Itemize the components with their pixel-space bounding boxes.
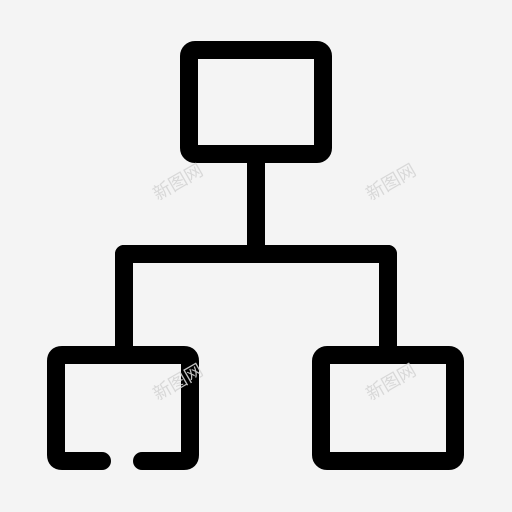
bottom-right-node-box (312, 346, 464, 470)
hierarchy-strokes (47, 41, 464, 470)
bottom-left-node-box (47, 346, 199, 470)
watermark-text: 新图网 (150, 160, 207, 205)
top-node-box (180, 41, 332, 163)
watermark-text: 新图网 (363, 360, 420, 405)
watermark-text: 新图网 (363, 160, 420, 205)
